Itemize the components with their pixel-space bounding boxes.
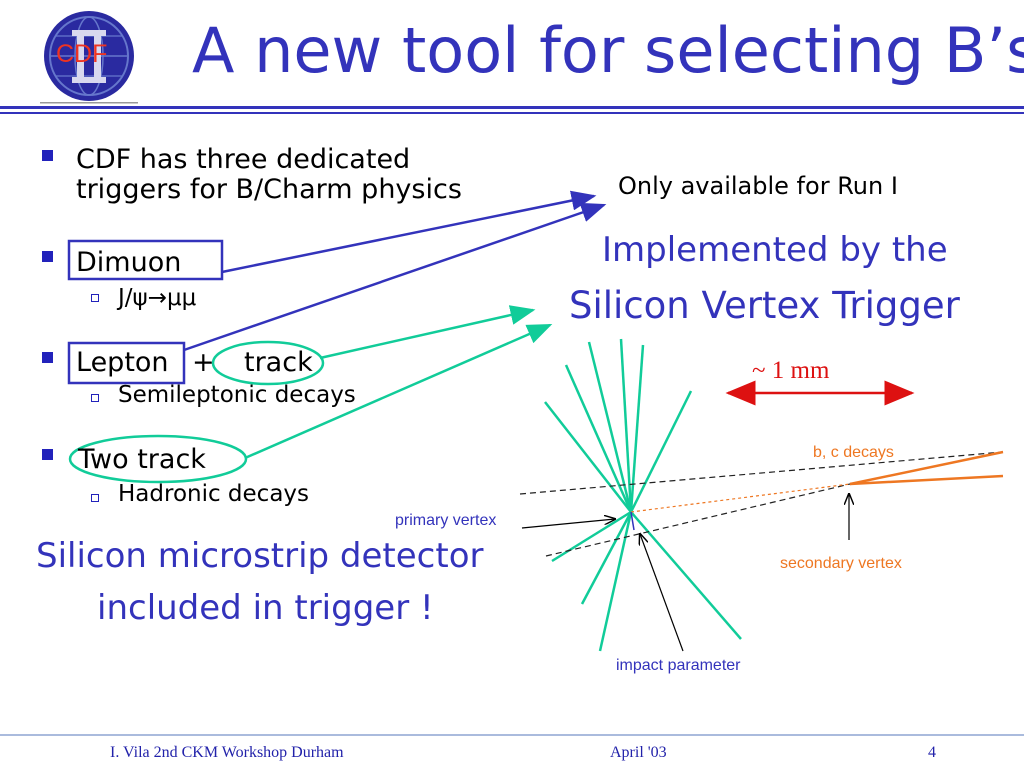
bullet-cdf-line2: triggers for B/Charm physics — [76, 174, 462, 205]
dimuon-label: Dimuon — [76, 247, 182, 278]
svt-line2: Silicon Vertex Trigger — [569, 284, 960, 327]
dimuon-box — [67, 239, 224, 281]
logo-text: CDF — [56, 40, 108, 68]
impact-parameter-label: impact parameter — [616, 657, 741, 674]
silicon-line2: included in trigger ! — [97, 588, 434, 628]
two-track-ellipse — [68, 434, 248, 484]
lepton-arrow — [183, 202, 607, 352]
primary-tracks — [544, 338, 742, 652]
primary-vertex-label: primary vertex — [395, 512, 497, 529]
footer-date: April '03 — [610, 744, 667, 761]
footer-rule — [0, 734, 1024, 736]
track-label: track — [244, 347, 313, 378]
bullet-marker — [42, 150, 53, 161]
silicon-line1: Silicon microstrip detector — [36, 536, 484, 576]
lepton-label: Lepton — [76, 347, 169, 378]
footer-page: 4 — [928, 744, 936, 761]
dashed-extrap-upper — [519, 451, 1004, 495]
sub-bullet-marker — [91, 294, 99, 302]
scale-label: ~ 1 mm — [752, 357, 830, 384]
track-ellipse — [211, 340, 325, 386]
bullet-marker — [42, 449, 53, 460]
primary-vertex-pointer — [521, 519, 615, 529]
two-track-arrow — [244, 323, 553, 460]
semileptonic-sub: Semileptonic decays — [118, 382, 356, 408]
title-rule-thin — [0, 112, 1024, 114]
impact-parameter-segment — [630, 511, 635, 531]
bc-decays-label: b, c decays — [813, 444, 894, 461]
impact-parameter-pointer — [640, 534, 684, 652]
footer-author: I. Vila 2nd CKM Workshop Durham — [110, 744, 344, 761]
svt-line1: Implemented by the — [602, 230, 948, 270]
bullet-marker — [42, 251, 53, 262]
track-arrow — [319, 305, 536, 360]
secondary-vertex-label: secondary vertex — [780, 555, 902, 572]
dimuon-arrow — [221, 190, 597, 274]
bullet-cdf-line1: CDF has three dedicated — [76, 144, 411, 175]
lepton-box — [67, 341, 186, 385]
plus-sign: + — [192, 347, 215, 378]
hadronic-sub: Hadronic decays — [118, 481, 310, 507]
bullet-marker — [42, 352, 53, 363]
sub-bullet-marker — [91, 494, 99, 502]
secondary-tracks — [849, 450, 1004, 486]
dimuon-sub: J/ψ→μμ — [118, 285, 197, 311]
run1-note: Only available for Run I — [618, 172, 898, 200]
flight-path — [630, 483, 851, 513]
cdf-logo — [40, 11, 138, 104]
two-track-label: Two track — [78, 444, 206, 475]
title-rule — [0, 106, 1024, 109]
sub-bullet-marker — [91, 394, 99, 402]
page-title: A new tool for selecting B’s — [192, 14, 1024, 87]
dashed-extrap-lower — [545, 483, 851, 557]
